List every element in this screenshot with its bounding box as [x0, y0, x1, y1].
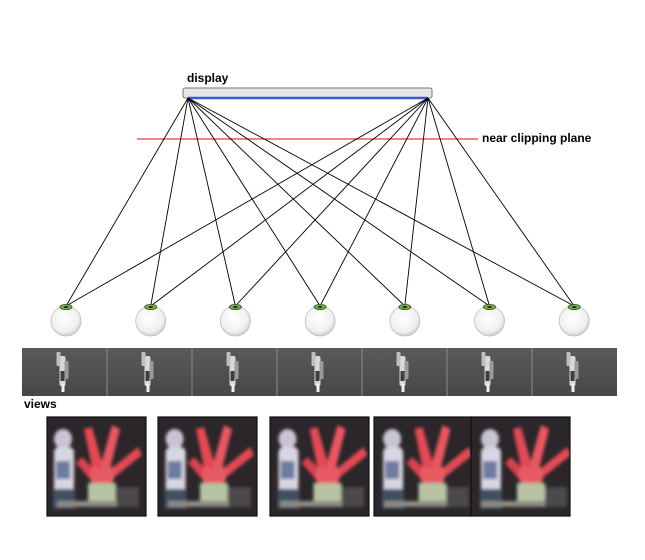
viewpoint-eye-icon: [558, 303, 590, 337]
sample-view-image: [269, 416, 370, 517]
ray-line: [319, 97, 429, 307]
viewpoint-eyes: [50, 303, 590, 337]
views-label: views: [24, 397, 57, 411]
ray-line: [235, 97, 429, 307]
ray-line: [427, 97, 575, 307]
viewpoint-eye-icon: [304, 303, 336, 337]
sample-view-image: [373, 416, 474, 517]
view-strip-cell: [191, 348, 239, 396]
ray-line: [187, 97, 406, 307]
display-panel: [182, 87, 433, 99]
ray-line: [187, 97, 575, 307]
ray-line: [187, 97, 321, 307]
viewpoint-eye-icon: [50, 303, 82, 337]
view-strip-cell: [531, 348, 579, 396]
ray-line: [404, 97, 429, 307]
viewpoint-eye-icon: [135, 303, 167, 337]
viewpoint-eye-icon: [474, 303, 505, 337]
ray-line: [427, 97, 490, 307]
viewpoint-eye-icon: [389, 303, 421, 337]
sample-view-image: [470, 416, 571, 517]
ray-line: [65, 97, 189, 307]
ray-line: [150, 97, 189, 307]
ray-line: [187, 97, 490, 307]
view-strip-cell: [106, 348, 154, 396]
ray-line: [65, 97, 429, 307]
viewpoint-eye-icon: [219, 303, 251, 337]
sample-view-image: [157, 416, 258, 517]
display-label: display: [187, 71, 229, 85]
sample-views: [46, 416, 571, 517]
near-clipping-plane-label: near clipping plane: [482, 131, 592, 145]
view-strip-cell: [446, 348, 494, 396]
ray-lines: [65, 97, 575, 307]
view-strip-cell: [361, 348, 409, 396]
view-strip-cell: [56, 352, 69, 392]
view-strip-cell: [276, 348, 324, 396]
ray-line: [150, 97, 429, 307]
ray-line: [187, 97, 236, 307]
view-strip: [22, 348, 617, 396]
sample-view-image: [46, 416, 147, 517]
